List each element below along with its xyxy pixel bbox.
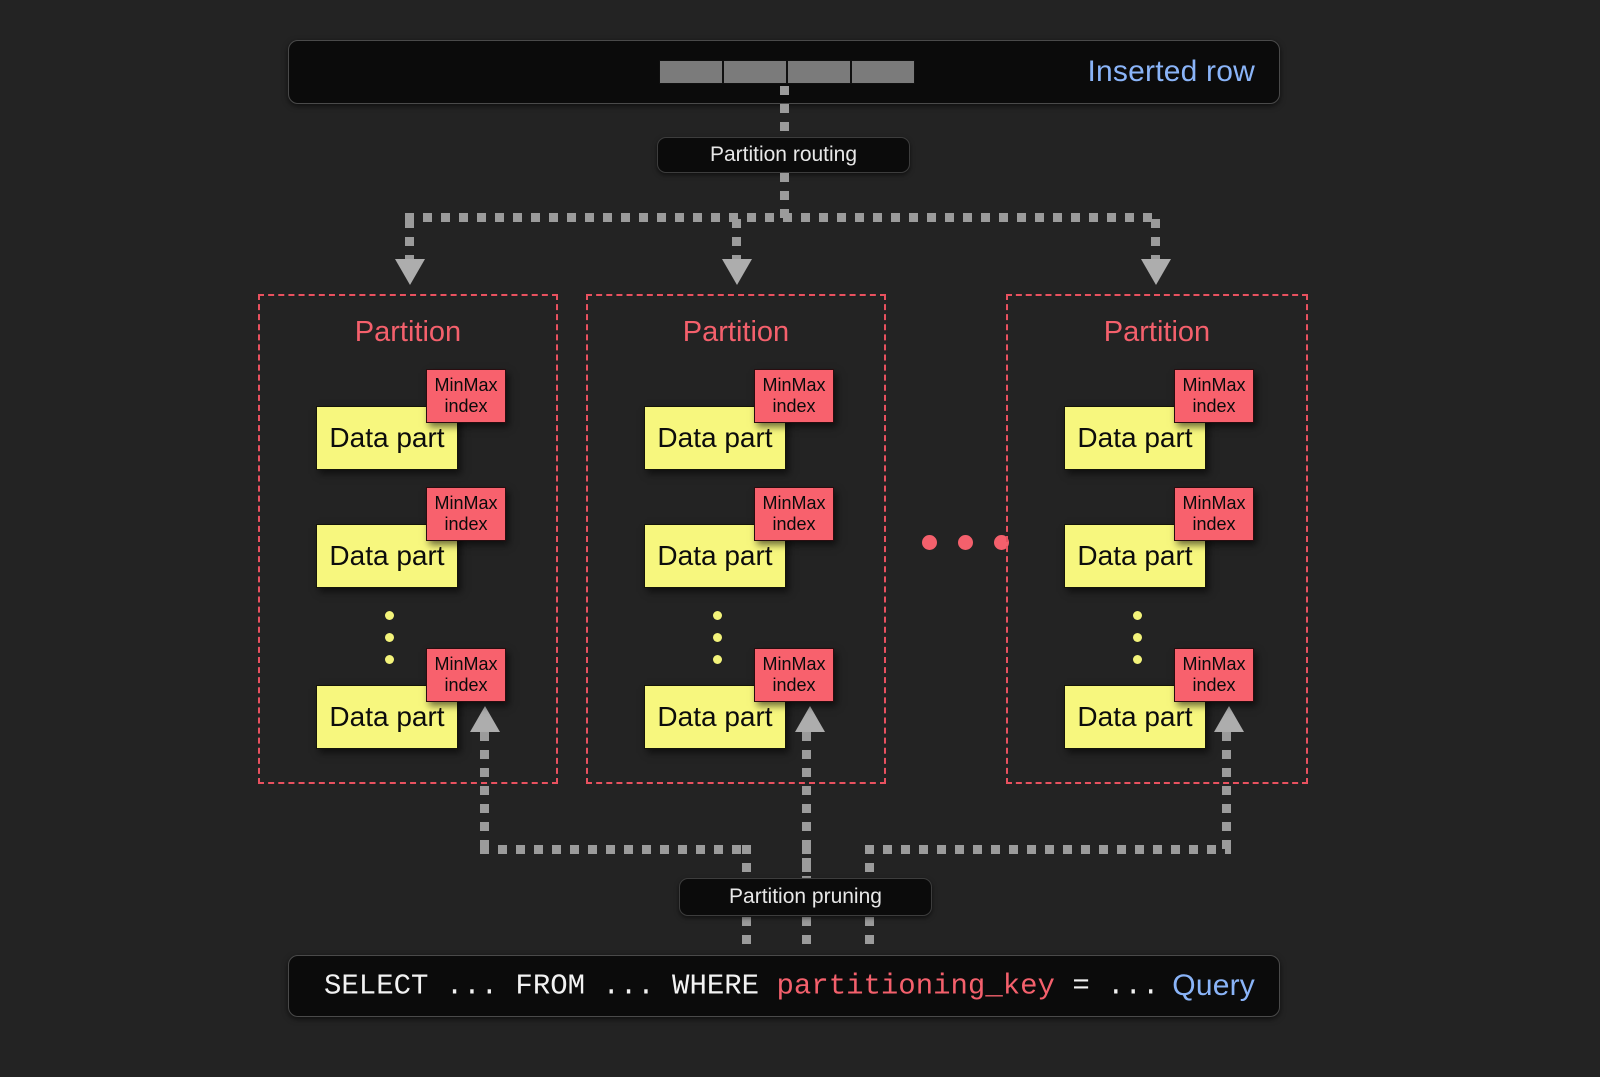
ellipsis-dot [385,611,394,620]
routing-arrow-1 [395,259,425,285]
routing-arrow-3 [1141,259,1171,285]
pruning-riser-3 [1222,732,1231,850]
partition-title-2: Partition [682,316,790,348]
routing-drop-2 [732,219,741,263]
minmax-line1: MinMax [1182,493,1246,514]
pruning-bus-right [865,845,1231,854]
partition-3-vertical-ellipsis [1133,611,1142,664]
pruning-bus-left [480,845,748,854]
routing-drop-3 [1151,219,1160,263]
minmax-line2: index [444,514,488,534]
inserted-row-label: Inserted row [1087,55,1255,88]
row-cell [787,60,851,84]
partition-1-vertical-ellipsis [385,611,394,664]
connector-routing-to-bus [780,173,789,219]
ellipsis-dot [713,611,722,620]
ellipsis-dot [994,535,1009,550]
ellipsis-dot [713,655,722,664]
pruning-arrow-2 [795,706,825,732]
routing-bus-line [405,213,1160,222]
minmax-line2: index [1192,514,1236,534]
row-cell [659,60,723,84]
ellipsis-dot [1133,611,1142,620]
query-code-key: partitioning_key [776,969,1055,1003]
ellipsis-dot [922,535,937,550]
connector-insert-to-routing [780,86,789,138]
minmax-line1: MinMax [434,493,498,514]
minmax-line1: MinMax [762,654,826,675]
inserted-row-cells [659,60,915,84]
pruning-riser-2 [802,732,811,882]
pruning-riser-1 [480,732,489,850]
partition-pruning-box: Partition pruning [679,878,932,916]
minmax-line1: MinMax [434,654,498,675]
minmax-line1: MinMax [434,375,498,396]
row-cell [851,60,915,84]
inserted-row-panel: Inserted row [288,40,1280,104]
ellipsis-dot [385,633,394,642]
minmax-line1: MinMax [1182,375,1246,396]
row-cell [723,60,787,84]
pruning-arrow-1 [470,706,500,732]
partition-title-1: Partition [354,316,462,348]
query-code-suffix: = ... [1054,969,1160,1003]
partition-title-3: Partition [1103,316,1211,348]
ellipsis-dot [958,535,973,550]
query-label: Query [1172,969,1255,1002]
minmax-line1: MinMax [762,493,826,514]
partition-2-vertical-ellipsis [713,611,722,664]
data-part-1-3: Data part [316,685,458,749]
ellipsis-dot [385,655,394,664]
routing-drop-1 [405,219,414,263]
partition-routing-box: Partition routing [657,137,910,173]
data-part-3-2: Data part [1064,524,1206,588]
routing-arrow-2 [722,259,752,285]
query-code: SELECT ... FROM ... WHERE partitioning_k… [324,970,1159,1003]
query-code-prefix: SELECT ... FROM ... WHERE [324,969,777,1003]
minmax-line1: MinMax [1182,654,1246,675]
minmax-line2: index [1192,675,1236,695]
minmax-line2: index [444,396,488,416]
minmax-line2: index [772,514,816,534]
ellipsis-dot [713,633,722,642]
data-part-3-1: Data part [1064,406,1206,470]
pruning-arrow-3 [1214,706,1244,732]
minmax-line2: index [444,675,488,695]
ellipsis-dot [1133,633,1142,642]
partitions-ellipsis [922,535,1009,550]
partition-routing-label: Partition routing [709,143,858,166]
minmax-line2: index [772,675,816,695]
minmax-line1: MinMax [762,375,826,396]
ellipsis-dot [1133,655,1142,664]
partition-pruning-label: Partition pruning [729,885,882,908]
minmax-line2: index [1192,396,1236,416]
query-panel: SELECT ... FROM ... WHERE partitioning_k… [288,955,1280,1017]
minmax-line2: index [772,396,816,416]
